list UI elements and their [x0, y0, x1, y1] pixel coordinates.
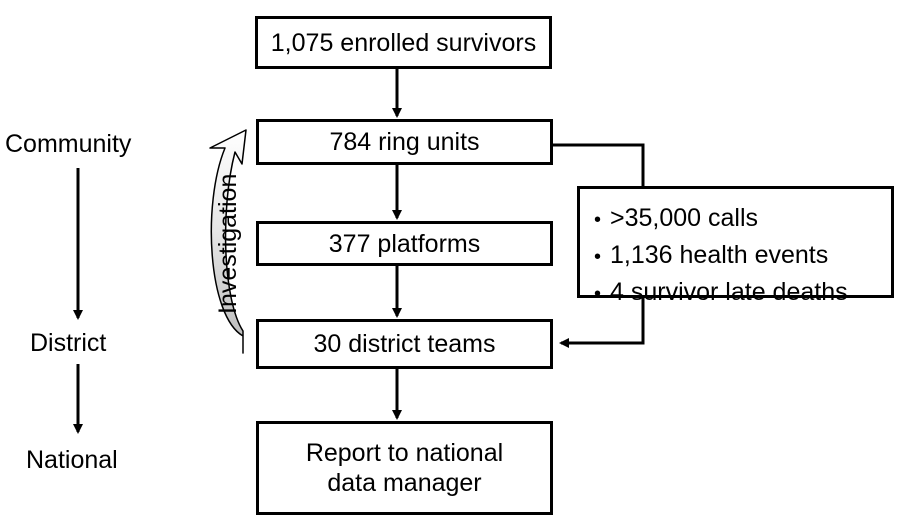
- stats-item-late-deaths: 4 survivor late deaths: [594, 275, 891, 312]
- stats-item-calls: >35,000 calls: [594, 201, 891, 238]
- ring-units-box: 784 ring units: [256, 119, 553, 165]
- stats-item-health-events: 1,136 health events: [594, 238, 891, 275]
- level-community-label: Community: [5, 130, 132, 158]
- investigation-loop-arrow: [209, 129, 247, 354]
- report-national-box: Report to national data manager: [256, 421, 553, 515]
- stats-to-district-connector: [559, 298, 645, 348]
- stats-box: >35,000 calls 1,136 health events 4 surv…: [577, 186, 894, 306]
- enrolled-survivors-box: 1,075 enrolled survivors: [255, 16, 552, 69]
- level-national-label: National: [26, 446, 118, 474]
- report-line-2: data manager: [327, 469, 482, 497]
- investigation-label: Investigation: [214, 173, 242, 314]
- level-district-label: District: [30, 329, 107, 357]
- ring-to-stats-connector: [553, 143, 645, 186]
- report-line-1: Report to national: [305, 439, 504, 467]
- district-teams-box: 30 district teams: [256, 319, 553, 369]
- platforms-box: 377 platforms: [256, 221, 553, 266]
